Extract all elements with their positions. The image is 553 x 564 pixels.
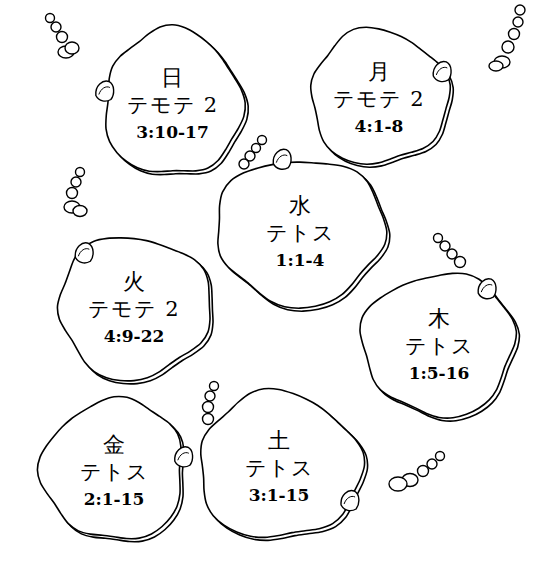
blob-outline [201, 389, 365, 538]
shell-decoration [434, 62, 452, 82]
shell-decoration [341, 491, 359, 511]
blob-node: 日テモテ 2 3:10-17 [96, 22, 249, 184]
shell-decoration [175, 447, 193, 467]
day-label: 木 [428, 305, 450, 333]
book-name: テトス [405, 332, 474, 358]
day-label: 土 [268, 427, 290, 455]
node-texts: 日テモテ 2 3:10-17 [127, 64, 218, 143]
blob-node: 木テトス 1:5-16 [355, 265, 523, 423]
book-name: テモテ 2 [333, 85, 424, 111]
verse-reference: 3:1-15 [249, 484, 310, 505]
node-texts: 月テモテ 2 4:1-8 [333, 58, 424, 137]
book-name: テモテ 2 [127, 91, 218, 117]
verse-reference: 4:1-8 [355, 115, 404, 136]
shell-decoration [478, 279, 496, 299]
book-name: テトス [80, 458, 149, 484]
blob-outline [106, 25, 245, 172]
day-label: 金 [103, 431, 125, 459]
verse-reference: 2:1-15 [84, 488, 145, 509]
node-texts: 水テトス 1:1-4 [266, 192, 335, 271]
day-label: 水 [289, 192, 311, 220]
book-name: テトス [266, 219, 335, 245]
verse-reference: 1:1-4 [276, 249, 325, 270]
blob-outline [311, 27, 451, 164]
book-name: テトス [245, 454, 314, 480]
verse-reference: 4:9-22 [104, 325, 165, 346]
shell-decoration [273, 149, 291, 169]
blob-node: 月テモテ 2 4:1-8 [302, 22, 455, 172]
verse-reference: 1:5-16 [409, 362, 470, 383]
shell-decoration [96, 81, 114, 101]
day-label: 日 [161, 64, 183, 92]
node-texts: 火テモテ 2 4:9-22 [88, 268, 179, 347]
blob-outline [218, 162, 387, 308]
day-label: 月 [368, 58, 390, 86]
verse-reference: 3:10-17 [136, 121, 208, 142]
node-texts: 木テトス 1:5-16 [405, 305, 474, 384]
blob-node: 土テトス 3:1-15 [190, 385, 368, 547]
blob-node: 金テトス 2:1-15 [35, 392, 193, 548]
blob-node: 水テトス 1:1-4 [208, 150, 392, 312]
blob-node: 火テモテ 2 4:9-22 [50, 228, 218, 386]
book-name: テモテ 2 [88, 295, 179, 321]
node-texts: 金テトス 2:1-15 [80, 431, 149, 510]
shell-decoration [75, 243, 93, 263]
blob-outline [57, 238, 210, 381]
node-texts: 土テトス 3:1-15 [245, 427, 314, 506]
blob-outline [360, 273, 516, 418]
blob-outline [37, 397, 180, 539]
day-label: 火 [123, 268, 145, 296]
